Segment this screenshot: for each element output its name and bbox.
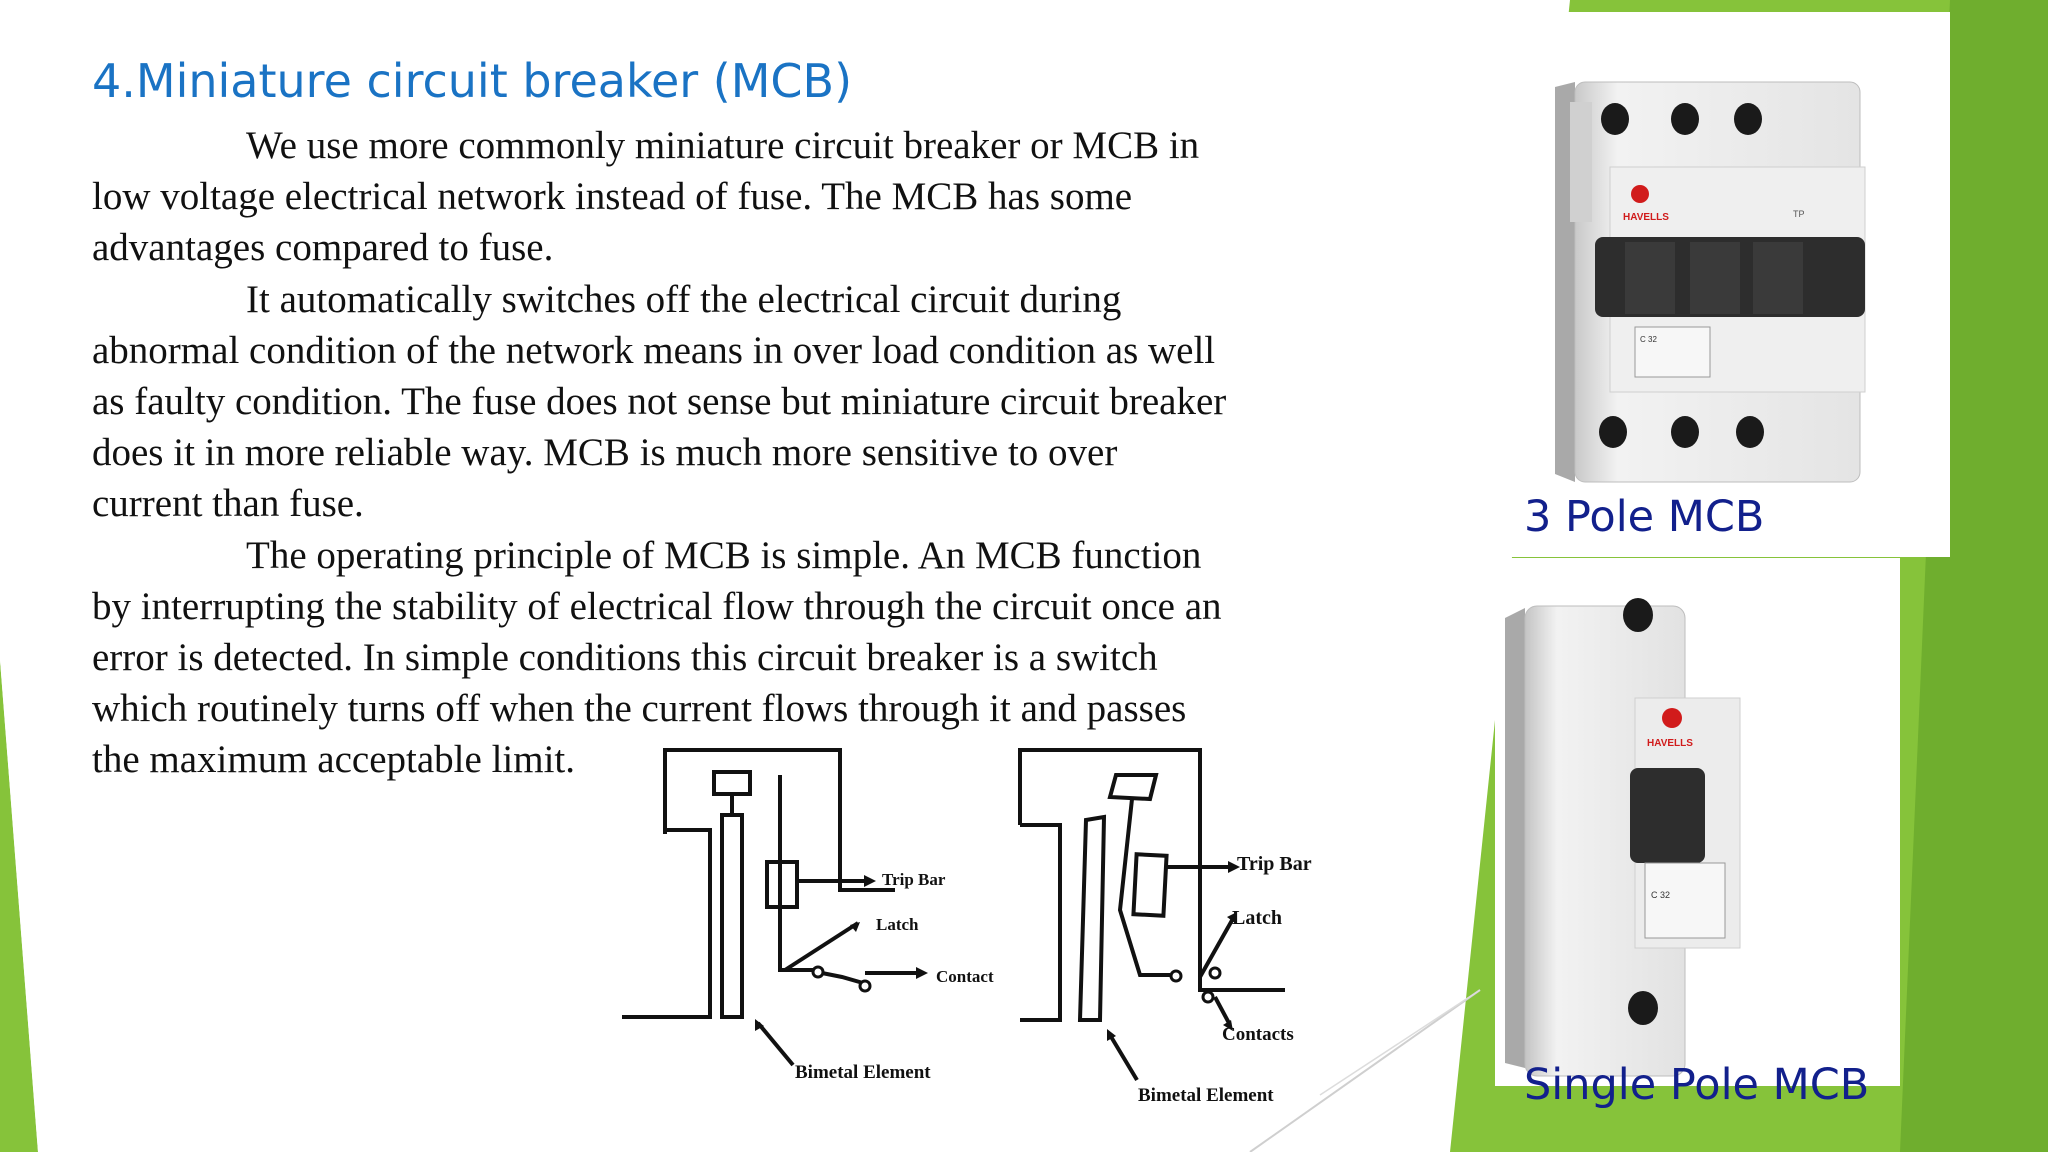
paragraph-2: It automatically switches off the electr…: [92, 274, 1392, 530]
three-pole-mcb-illustration: HAVELLS TP C 32: [1555, 81, 1866, 483]
left-bimetal-label: Bimetal Element: [795, 1062, 931, 1083]
paragraph-line: The operating principle of MCB is simple…: [246, 533, 1202, 577]
paragraph-line: low voltage electrical network instead o…: [92, 175, 1133, 219]
mcb-mechanism-diagram: Trip Bar Latch Contact Bimetal Element T…: [622, 748, 1312, 1106]
toggle-switch: [1630, 768, 1705, 863]
paragraph-line: error is detected. In simple conditions …: [92, 636, 1158, 680]
paragraph-line: abnormal condition of the network means …: [92, 328, 1216, 372]
single-pole-mcb-photo: HAVELLS C 32: [1495, 558, 1900, 1086]
left-lead-line: [622, 828, 712, 1019]
rating-label: C 32: [1651, 890, 1670, 900]
tp-label: TP: [1793, 209, 1805, 219]
white-content-area: [0, 0, 1570, 1152]
left-latch-label: Latch: [876, 915, 919, 934]
body-text: We use more commonly miniature circuit b…: [92, 120, 1392, 786]
right-contacts-label: Contacts: [1222, 1024, 1294, 1045]
havells-logo-icon: [1631, 185, 1649, 203]
right-trip-bar-box: [1131, 852, 1169, 918]
left-frame-line: [663, 748, 895, 892]
paragraph-line: which routinely turns off when the curre…: [92, 687, 1187, 731]
left-contact-label: Contact: [936, 967, 994, 986]
single-pole-caption: Single Pole MCB: [1524, 1060, 1870, 1110]
three-pole-caption: 3 Pole MCB: [1524, 492, 1765, 542]
paragraph-line: advantages compared to fuse.: [92, 226, 554, 270]
paragraph-line: It automatically switches off the electr…: [246, 277, 1122, 321]
paragraph-line: the maximum acceptable limit.: [92, 738, 576, 782]
paragraph-line: We use more commonly miniature circuit b…: [246, 124, 1200, 167]
decor-line-2: [1319, 989, 1481, 1096]
right-trip-bar-label: Trip Bar: [1237, 853, 1312, 875]
three-pole-mcb-photo: HAVELLS TP C 32: [1495, 12, 1950, 557]
right-bimetal-element: [1077, 814, 1107, 1022]
slide-title: 4.Miniature circuit breaker (MCB): [92, 54, 853, 108]
brand-label: HAVELLS: [1623, 212, 1669, 223]
rating-label: C 32: [1640, 335, 1657, 344]
right-latch-label: Latch: [1232, 907, 1282, 929]
right-latch-arm: [1117, 798, 1170, 977]
right-bimetal-cap: [1107, 773, 1159, 802]
right-lead-line: [1020, 823, 1062, 1022]
paragraph-3: The operating principle of MCB is simple…: [92, 530, 1392, 786]
paragraph-line: by interrupting the stability of electri…: [92, 584, 1222, 628]
havells-logo-icon: [1662, 708, 1682, 728]
left-trip-bar-label: Trip Bar: [882, 870, 946, 889]
right-frame-line: [1018, 748, 1285, 992]
paragraph-line: as faulty condition. The fuse does not s…: [92, 380, 1227, 424]
decor-line: [1249, 989, 1481, 1152]
green-panel-right-dark: [1900, 0, 2048, 1152]
brand-label: HAVELLS: [1647, 738, 1693, 749]
paragraph-line: current than fuse.: [92, 482, 364, 526]
right-bimetal-label: Bimetal Element: [1138, 1085, 1274, 1106]
single-pole-mcb-illustration: HAVELLS C 32: [1505, 598, 1741, 1077]
paragraph-line: does it in more reliable way. MCB is muc…: [92, 431, 1118, 475]
left-trip-bar-box: [765, 860, 799, 909]
left-latch-arm: [778, 775, 818, 972]
left-bimetal-cap: [712, 770, 752, 796]
paragraph-1: We use more commonly miniature circuit b…: [92, 120, 1392, 274]
left-bimetal-element: [720, 813, 744, 1019]
